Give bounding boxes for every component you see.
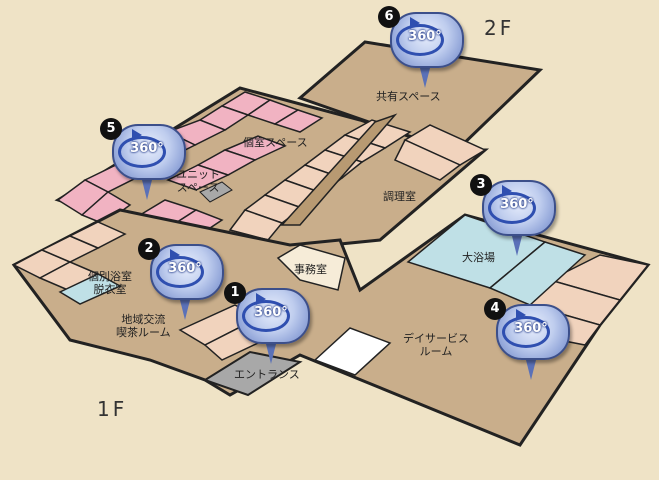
arrow-right-icon	[256, 293, 266, 305]
pin-label: 360°	[254, 305, 288, 320]
pin-bubble	[482, 180, 556, 236]
pin-label: 360°	[514, 321, 548, 336]
rotate-360-icon	[396, 24, 444, 56]
floor-label-2f: 2F	[484, 16, 515, 40]
arrow-right-icon	[516, 309, 526, 321]
white-room	[313, 327, 392, 376]
view-360-pin-6[interactable]: 360° 6	[378, 6, 468, 92]
arrow-right-icon	[170, 249, 180, 261]
corridor	[280, 113, 398, 226]
rotate-360-icon	[118, 136, 166, 168]
room-label-entrance: エントランス	[234, 368, 300, 381]
rotate-360-icon	[156, 256, 204, 288]
view-360-pin-4[interactable]: 360° 4	[484, 298, 574, 384]
rotate-360-icon	[488, 192, 536, 224]
rotate-360-icon	[242, 300, 290, 332]
room-label-office: 事務室	[294, 263, 327, 276]
pin-label: 360°	[168, 261, 202, 276]
second-floor	[54, 40, 544, 257]
unit-space-gray	[199, 181, 233, 203]
room-label-large-bath: 大浴場	[462, 251, 495, 264]
pin-number: 6	[378, 6, 400, 28]
rotate-360-icon	[502, 316, 550, 348]
pin-bubble	[390, 12, 464, 68]
floor-label-1f: 1F	[97, 397, 128, 421]
pin-bubble	[236, 288, 310, 344]
arrow-right-icon	[410, 17, 420, 29]
room-label-day-service: デイサービス ルーム	[403, 332, 469, 358]
pin-number: 1	[224, 282, 246, 304]
office-block	[276, 244, 346, 291]
room-label-kitchen: 調理室	[383, 190, 416, 203]
room-label-private-bath: 個別浴室 脱衣室	[88, 270, 132, 296]
room-label-unit-space: ユニット スペース	[176, 168, 220, 194]
view-360-pin-5[interactable]: 360° 5	[100, 118, 190, 204]
pin-number: 2	[138, 238, 160, 260]
arrow-right-icon	[132, 129, 142, 141]
room-label-private-room-space: 個室スペース	[243, 136, 308, 149]
pin-label: 360°	[130, 141, 164, 156]
room-label-shared-space: 共有スペース	[376, 90, 441, 103]
pin-number: 3	[470, 174, 492, 196]
pin-label: 360°	[500, 197, 534, 212]
view-360-pin-1[interactable]: 360° 1	[224, 282, 314, 368]
pin-number: 4	[484, 298, 506, 320]
view-360-pin-2[interactable]: 360° 2	[138, 238, 228, 324]
pin-label: 360°	[408, 29, 442, 44]
arrow-right-icon	[502, 185, 512, 197]
room-label-community-cafe: 地域交流 喫茶ルーム	[116, 313, 171, 339]
pin-number: 5	[100, 118, 122, 140]
view-360-pin-3[interactable]: 360° 3	[470, 174, 560, 260]
